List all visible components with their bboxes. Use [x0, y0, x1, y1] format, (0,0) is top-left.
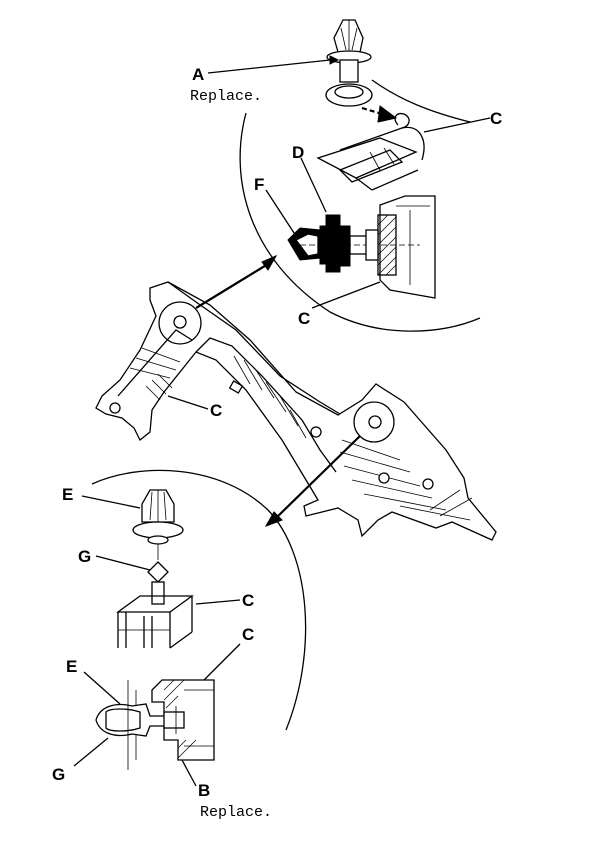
leader-c-section: [203, 643, 241, 681]
leader-lines: [73, 55, 491, 787]
callout-labels: A Replace. C D F C C E G C C E G B Repla…: [52, 65, 502, 821]
clip-e: [132, 489, 184, 560]
panel-ribs: [129, 347, 473, 521]
mount-boss: [422, 478, 434, 490]
label-a: A: [192, 65, 204, 84]
leader-c-bracket: [195, 599, 241, 605]
leader-c-mid: [311, 281, 381, 309]
label-b: B: [198, 781, 210, 800]
bracket-c-lower: [116, 595, 194, 649]
leader-a: [207, 59, 331, 74]
trim-hook: [339, 112, 410, 151]
label-f: F: [254, 175, 264, 194]
label-d: D: [292, 143, 304, 162]
leader-f: [265, 189, 297, 237]
detail-arrows: [195, 254, 361, 527]
mount-boss: [378, 472, 390, 484]
clip-a: [325, 19, 373, 107]
trim-panel-c: [95, 281, 497, 541]
label-g-top: G: [78, 547, 91, 566]
label-c-top: C: [490, 109, 502, 128]
leader-b: [181, 759, 197, 787]
label-c-panel: C: [210, 401, 222, 420]
pin-g: [147, 561, 169, 605]
label-c-mid: C: [298, 309, 310, 328]
label-e-top: E: [62, 485, 73, 504]
leader-c-top: [423, 117, 491, 133]
clip-location-lower: [353, 401, 395, 443]
clip-location-upper: [158, 301, 202, 345]
trim-contour: [371, 79, 471, 123]
clip-cross-section-lower: [95, 679, 215, 770]
leader-e-bottom: [83, 671, 121, 705]
trim-edge: [401, 126, 425, 161]
leader-g-top: [95, 555, 151, 571]
leader-d: [300, 157, 327, 213]
body-bracket: [316, 137, 419, 191]
label-c-section: C: [242, 625, 254, 644]
note-replace-b: Replace.: [200, 804, 272, 821]
mount-boss: [310, 426, 322, 438]
label-g-bottom: G: [52, 765, 65, 784]
upper-detail-view: [239, 19, 481, 332]
removal-arrow: [361, 105, 398, 123]
upper-detail-boundary: [239, 112, 481, 332]
lower-detail-boundary: [91, 469, 307, 731]
mount-boss: [109, 402, 121, 414]
leader-g-bottom: [73, 737, 109, 767]
leader-e-top: [81, 495, 141, 509]
note-replace-a: Replace.: [190, 88, 262, 105]
mount-boss: [173, 315, 187, 329]
label-e-bottom: E: [66, 657, 77, 676]
mount-boss: [368, 415, 382, 429]
label-c-bracket: C: [242, 591, 254, 610]
leader-c-panel: [167, 395, 209, 410]
clip-cross-section-upper: [287, 195, 436, 299]
lower-detail-view: [91, 469, 307, 770]
